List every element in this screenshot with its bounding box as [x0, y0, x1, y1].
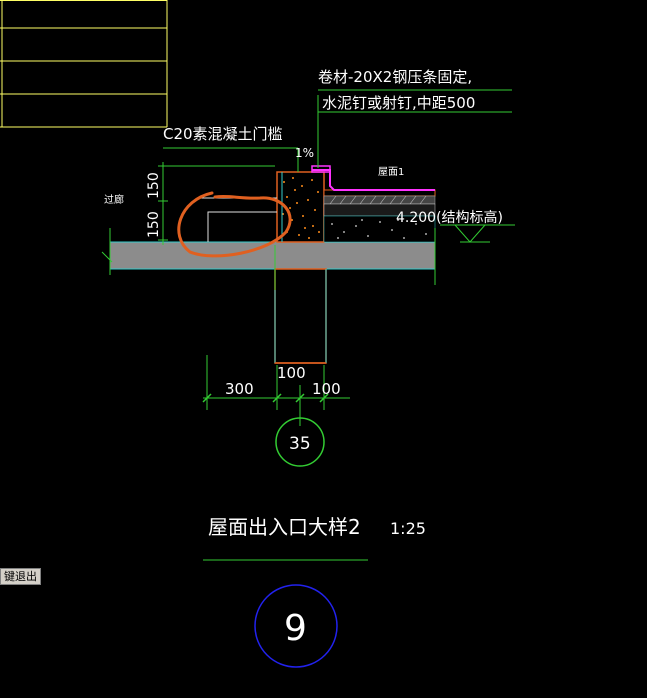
note-line-1: 卷材-20X2钢压条固定, [318, 68, 472, 86]
corridor-label: 过廊 [104, 193, 124, 206]
roof-layers [323, 189, 436, 243]
threshold-label: C20素混凝土门槛 [163, 125, 283, 143]
elevation-label: 4.200(结构标高) [396, 209, 503, 226]
exit-key-hint[interactable]: 键退出 [0, 568, 41, 585]
title-block-table [0, 0, 168, 128]
dim-100-top: 100 [277, 364, 306, 382]
door-threshold [200, 197, 277, 242]
note-line-2: 水泥钉或射钉,中距500 [322, 94, 475, 112]
waterproof-flashing [312, 169, 435, 191]
dim-150-bottom: 150 [146, 211, 162, 238]
drawing-scale: 1:25 [390, 519, 426, 538]
dim-100-right: 100 [312, 380, 341, 398]
axis-circle [275, 417, 325, 467]
beam [274, 268, 327, 364]
axis-number: 35 [289, 434, 311, 454]
dimension-ticks [202, 393, 329, 403]
roof-label: 屋面1 [378, 166, 404, 178]
dim-300: 300 [225, 380, 254, 398]
structural-slab [109, 241, 436, 270]
index-circle [254, 584, 338, 668]
drawing-title: 屋面出入口大样2 [208, 515, 361, 539]
dim-150-top: 150 [146, 172, 162, 199]
dimension-lines [109, 89, 515, 561]
markup-circle [177, 191, 292, 258]
slope-label: 1% [295, 146, 314, 160]
index-number: 9 [284, 608, 307, 649]
